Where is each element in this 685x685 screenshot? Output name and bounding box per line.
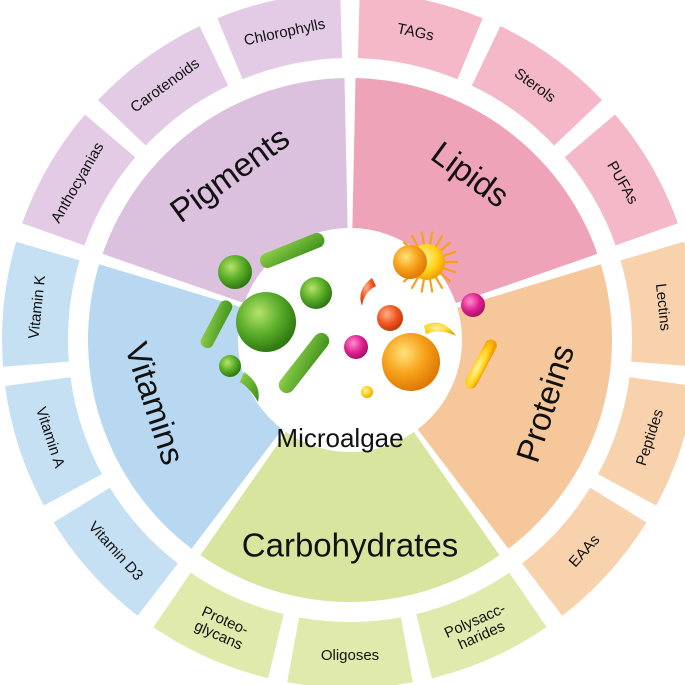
outer-segment-sterols [471, 26, 603, 146]
outer-segment-eaas [522, 487, 647, 616]
outer-segment-polysacc-harides [416, 572, 547, 679]
inner-segment-proteins [417, 264, 612, 549]
outer-segment-peptides [598, 377, 685, 506]
outer-segment-proteo-glycans [153, 572, 284, 679]
outer-segment-anthocyanias [22, 114, 136, 246]
outer-segment-carotenoids [97, 26, 229, 146]
outer-segment-lectins [620, 241, 685, 366]
item-label-lectins: Lectins [652, 283, 674, 332]
outer-segment-chlorophylls [217, 0, 343, 80]
inner-segment-vitamins [88, 264, 283, 549]
center-label: Microalgae [276, 423, 403, 453]
item-label-line: Vitamin K [25, 274, 49, 339]
pigmented-algae-group [344, 231, 497, 398]
inner-segment-carbohydrates [200, 431, 500, 603]
green-algae-group [200, 232, 332, 402]
outer-segment-vitamin-d3 [53, 487, 178, 616]
category-label-carbohydrates: Carbohydrates [242, 527, 458, 564]
microalgae-cells-illustration [200, 231, 497, 402]
outer-segment-tags [357, 0, 483, 80]
item-label-vitamin-k: Vitamin K [25, 274, 49, 339]
outer-segment-pufas [564, 114, 678, 246]
item-label-line: Lectins [652, 283, 674, 332]
item-label-oligoses: Oligoses [321, 647, 379, 664]
outer-segment-vitamin-k [2, 241, 80, 367]
outer-segment-vitamin-a [5, 377, 102, 506]
item-label-line: Oligoses [321, 647, 379, 664]
outer-segment-oligoses [287, 617, 413, 685]
inner-ring: LipidsProteinsCarbohydratesVitaminsPigme… [88, 78, 612, 603]
